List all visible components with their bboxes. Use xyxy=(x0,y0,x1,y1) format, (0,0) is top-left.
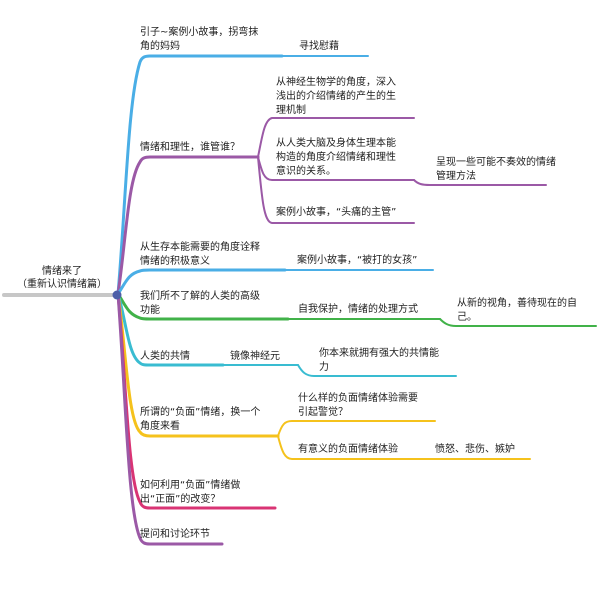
root-topic-line1: 情绪来了 xyxy=(42,266,82,277)
branch-2-child-3-connector xyxy=(257,156,415,224)
branch-5-connector xyxy=(116,292,225,367)
branch-4-topic[interactable]: 我们所不了解的人类的高级功能 xyxy=(140,291,260,316)
branch-7-connector xyxy=(116,292,277,510)
branch-2-child-2a[interactable]: 呈现一些可能不奏效的情绪管理方法 xyxy=(436,157,556,182)
branch-5-child-1[interactable]: 镜像神经元 xyxy=(230,351,280,362)
branch-2-connector xyxy=(116,155,260,296)
root-topic-line2: （重新认识情绪篇） xyxy=(17,279,107,290)
branch-2-child-2[interactable]: 从人类大脑及身体生理本能构造的角度介绍情绪和理性意识的关系。 xyxy=(276,138,396,177)
branch-3-child-1[interactable]: 案例小故事，“被打的女孩” xyxy=(297,255,418,266)
branch-4-child-1a[interactable]: 从新的视角，善待现在的自己。 xyxy=(457,298,577,323)
branch-5-child-1a-connector xyxy=(297,364,457,377)
branch-6-connector xyxy=(116,292,280,438)
branch-6-child-1-connector xyxy=(277,420,436,437)
branch-5-topic[interactable]: 人类的共情 xyxy=(140,351,190,362)
branch-4-child-1[interactable]: 自我保护，情绪的处理方式 xyxy=(298,304,418,315)
branch-2-child-1[interactable]: 从神经生物学的角度，深入浅出的介绍情绪的产生的生理机制 xyxy=(276,77,396,116)
root-topic[interactable]: 情绪来了 （重新认识情绪篇） xyxy=(10,265,114,291)
branch-2-child-2a-connector xyxy=(413,179,547,186)
branch-3-connector xyxy=(116,268,287,296)
branch-5-child-1a[interactable]: 你本来就拥有强大的共情能力 xyxy=(319,348,439,373)
branch-6-child-2-connector xyxy=(277,435,421,460)
branch-6-child-1[interactable]: 什么样的负面情绪体验需要引起警觉？ xyxy=(298,393,418,418)
branch-8-topic[interactable]: 提问和讨论环节 xyxy=(140,529,210,540)
branch-3-topic[interactable]: 从生存本能需要的角度诠释情绪的积极意义 xyxy=(140,242,260,267)
branch-2-child-3[interactable]: 案例小故事，“头痛的主管” xyxy=(276,207,397,218)
branch-2-topic[interactable]: 情绪和理性，谁管谁？ xyxy=(140,142,240,153)
branch-1-topic[interactable]: 引子~案例小故事，拐弯抹角的妈妈 xyxy=(140,27,259,52)
branch-2-child-1-connector xyxy=(257,117,415,158)
branch-8-connector xyxy=(116,292,224,546)
branch-1-connector xyxy=(116,54,284,296)
branch-6-child-2[interactable]: 有意义的负面情绪体验 xyxy=(298,444,398,455)
branch-1-child-1[interactable]: 寻找慰藉 xyxy=(299,41,339,52)
root-node-dot xyxy=(112,290,122,300)
branch-6-child-2a[interactable]: 愤怒、悲伤、嫉妒 xyxy=(435,444,515,455)
branch-6-topic[interactable]: 所谓的“负面”情绪，换一个角度来看 xyxy=(140,407,261,432)
branch-4-connector xyxy=(116,292,290,321)
branch-7-topic[interactable]: 如何利用“负面”情绪做出“正面”的改变？ xyxy=(140,480,241,505)
branch-4-child-1a-connector xyxy=(439,318,597,327)
